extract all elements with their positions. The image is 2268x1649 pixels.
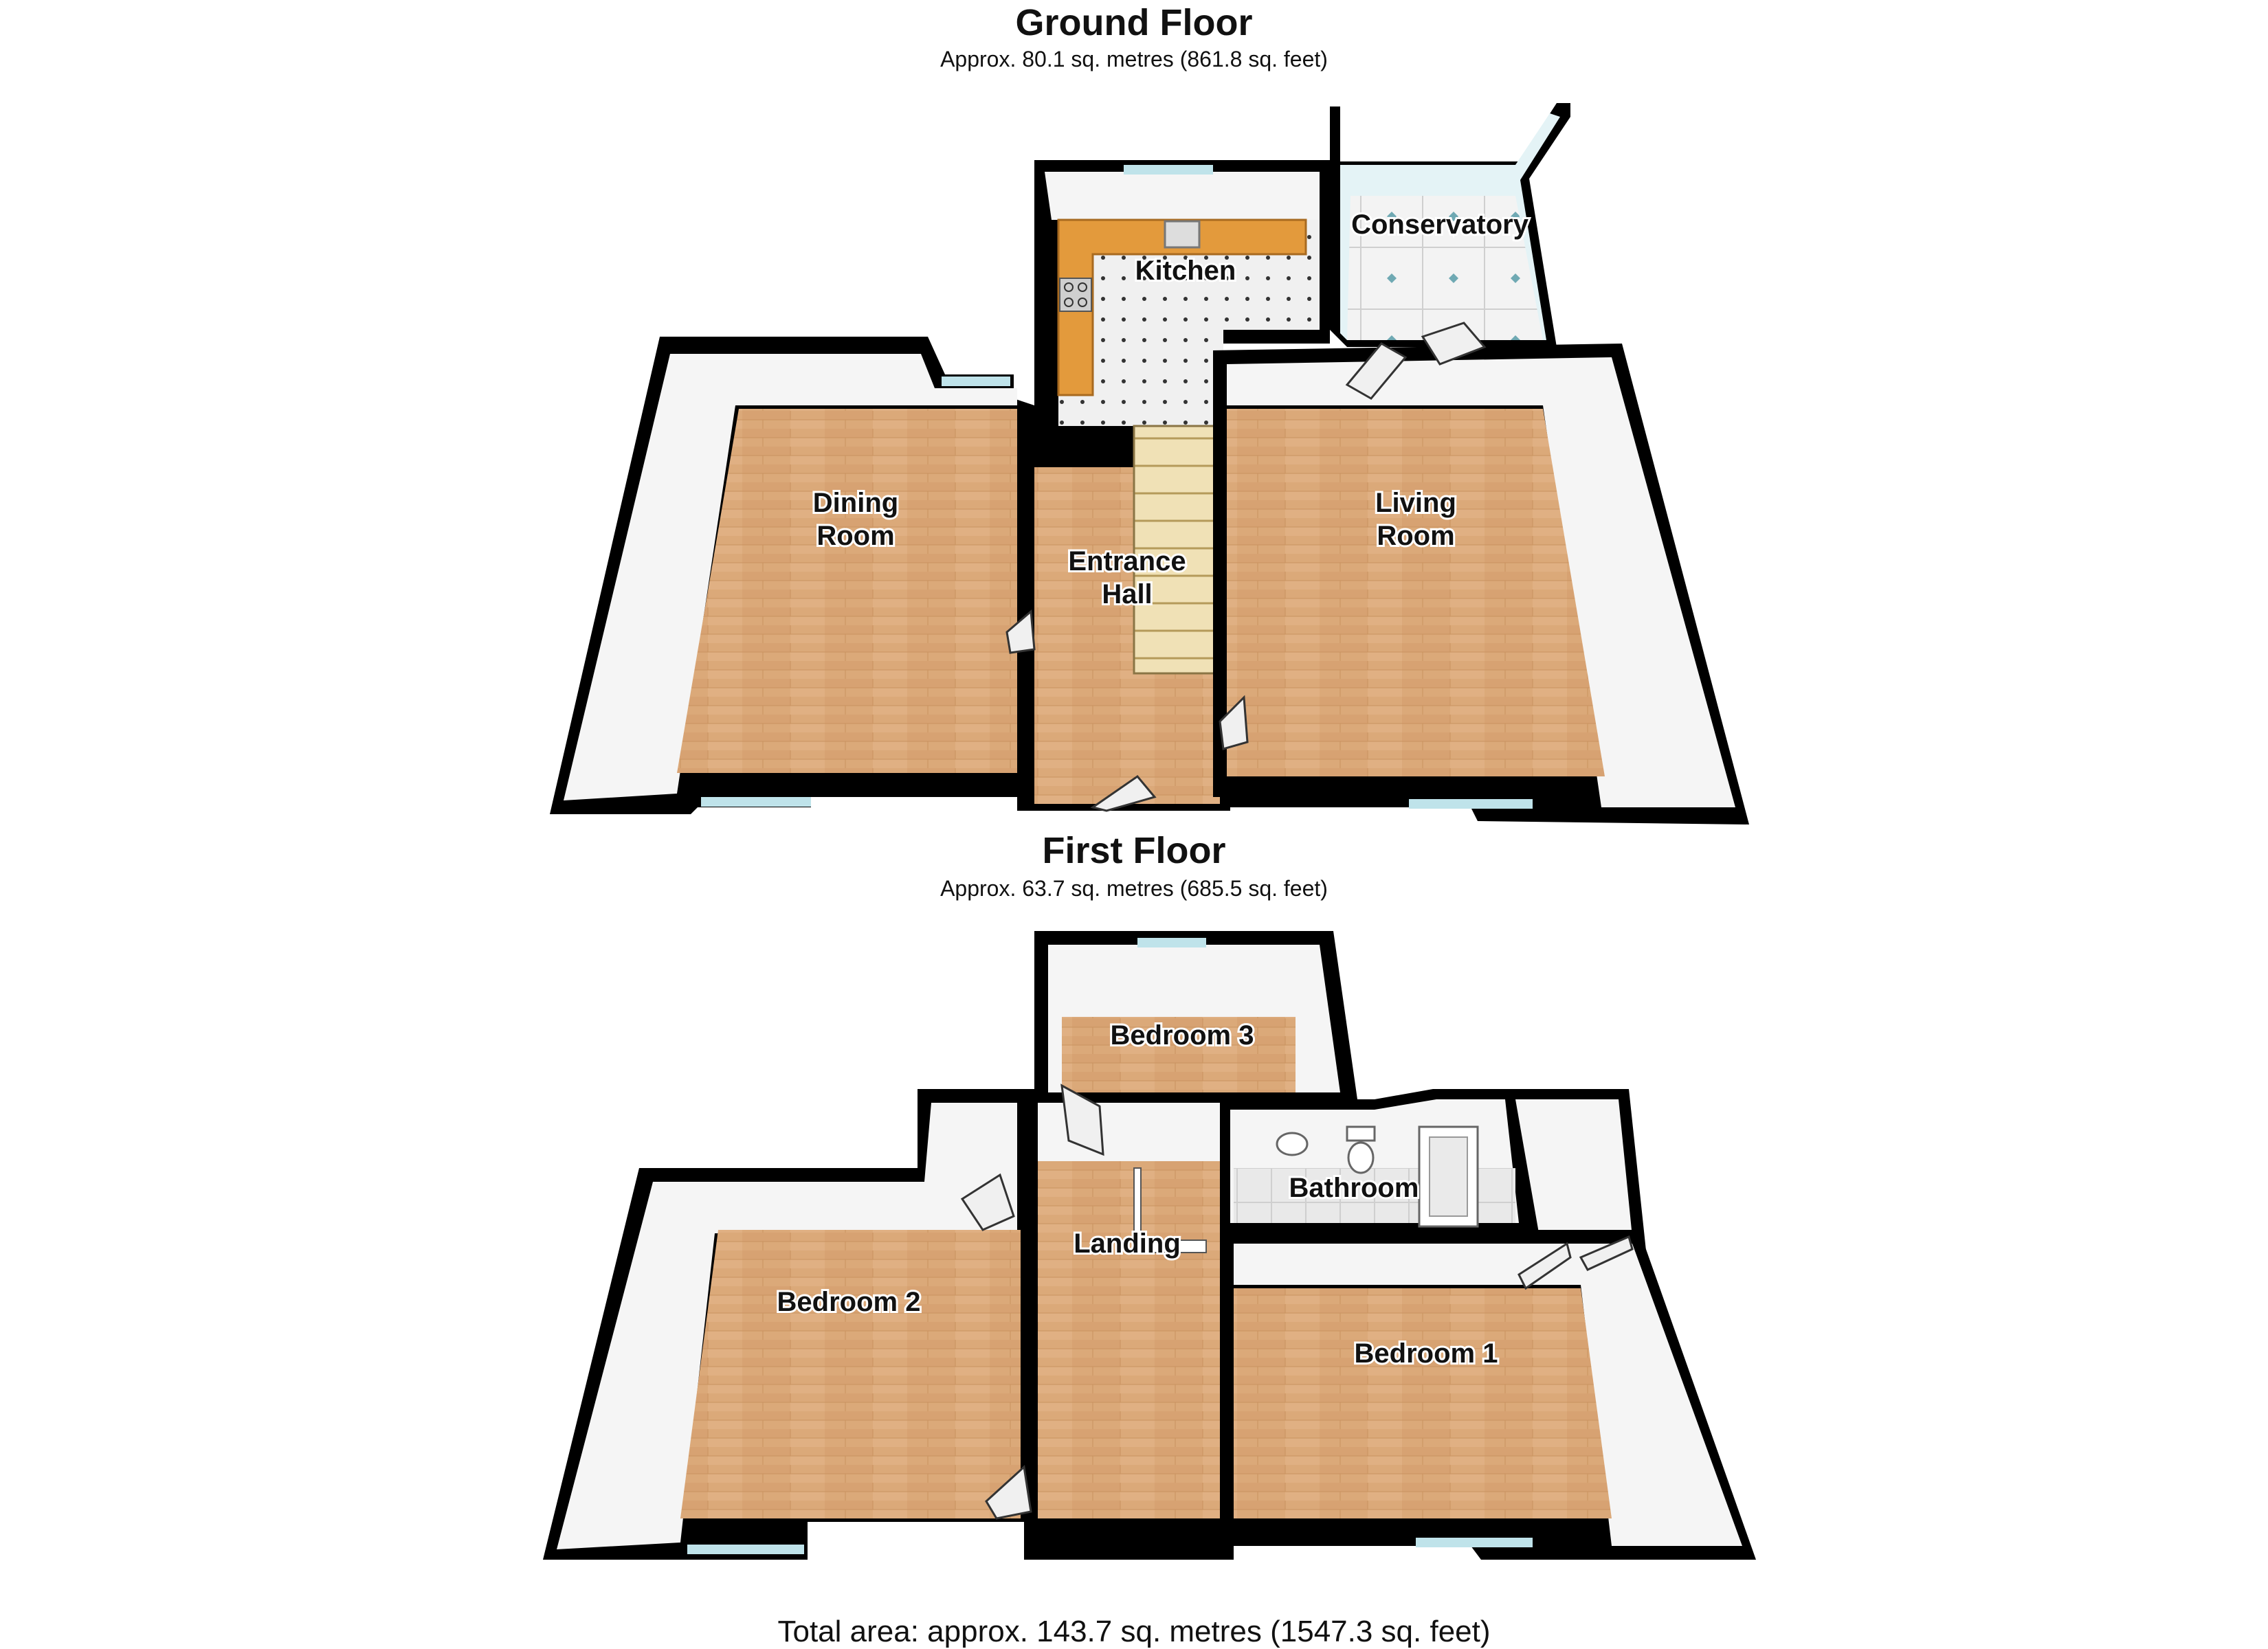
total-area: Total area: approx. 143.7 sq. metres (15… — [777, 1615, 1491, 1648]
bedroom-2-door-icon — [960, 1173, 1015, 1231]
dining-room-window — [942, 377, 1010, 386]
kitchen-sink — [1164, 220, 1201, 249]
first-floor-title: First Floor — [1042, 830, 1226, 871]
bedroom-3-floor — [1062, 1017, 1296, 1092]
bedroom-2-label: Bedroom 2 — [777, 1287, 921, 1317]
living-room-label-line1: Living — [1375, 488, 1456, 518]
wardrobe-door-icon — [1517, 1235, 1634, 1290]
dining-door-icon — [1005, 609, 1036, 654]
living-room-floor — [1227, 409, 1605, 776]
living-room-label-line2: Room — [1377, 521, 1454, 551]
ground-floor-area: Approx. 80.1 sq. metres (861.8 sq. feet) — [940, 47, 1328, 71]
bedroom-3-label: Bedroom 3 — [1111, 1020, 1254, 1051]
toilet-icon — [1346, 1125, 1376, 1174]
landing-floor — [1038, 1161, 1220, 1518]
living-room-wall-face — [1227, 357, 1735, 807]
kitchen-window — [1124, 165, 1213, 175]
landing-label: Landing — [1074, 1229, 1181, 1259]
entrance-hall-label-line1: Entrance — [1068, 546, 1186, 576]
entrance-hall-label-line2: Hall — [1102, 579, 1152, 609]
dining-room-label-line1: Dining — [813, 488, 898, 518]
ground-floor-title: Ground Floor — [1015, 2, 1253, 43]
dining-room-wall-face — [564, 354, 1017, 800]
bath-icon — [1418, 1125, 1479, 1228]
banister-icon — [1133, 1167, 1207, 1253]
living-door-icon — [1219, 342, 1408, 750]
dining-room-floor — [677, 409, 1017, 773]
conservatory-door-icon — [1421, 322, 1487, 366]
bedroom-1-label: Bedroom 1 — [1355, 1338, 1498, 1369]
kitchen-label: Kitchen — [1135, 256, 1236, 286]
front-door-icon — [1090, 774, 1157, 812]
dining-room-label-line2: Room — [816, 521, 894, 551]
bathroom-label: Bathroom — [1289, 1173, 1419, 1203]
bedroom-1-wall-face — [1234, 1244, 1742, 1546]
first-floor-plan: Bedroom 3 Bathroom Landing Bedroom 2 Bed… — [543, 931, 1756, 1560]
bedroom-2-floor — [680, 1230, 1021, 1518]
living-room-window — [1409, 799, 1533, 809]
hob-icon — [1059, 278, 1092, 312]
dining-room-front-window — [701, 797, 811, 807]
conservatory-label: Conservatory — [1351, 210, 1529, 240]
basin-icon — [1276, 1132, 1309, 1156]
bedroom-1-floor — [1234, 1288, 1612, 1518]
bedroom-3-window — [1137, 938, 1206, 947]
ground-floor-plan: Kitchen Conservatory Dining Room Entranc… — [550, 103, 1749, 824]
bedroom-2-wall-face — [557, 1103, 1017, 1549]
kitchen-worktop — [1057, 218, 1307, 396]
first-floor-area: Approx. 63.7 sq. metres (685.5 sq. feet) — [940, 876, 1328, 901]
kitchen-wall-face — [1045, 172, 1320, 220]
bedroom-1-window — [1416, 1538, 1533, 1547]
cupboard-wall-face — [1515, 1099, 1632, 1237]
bedroom-2-window — [687, 1545, 804, 1554]
kitchen-floor — [1058, 220, 1320, 467]
bedroom-3-wall-face — [1048, 945, 1340, 1092]
conservatory-floor — [1347, 196, 1543, 340]
